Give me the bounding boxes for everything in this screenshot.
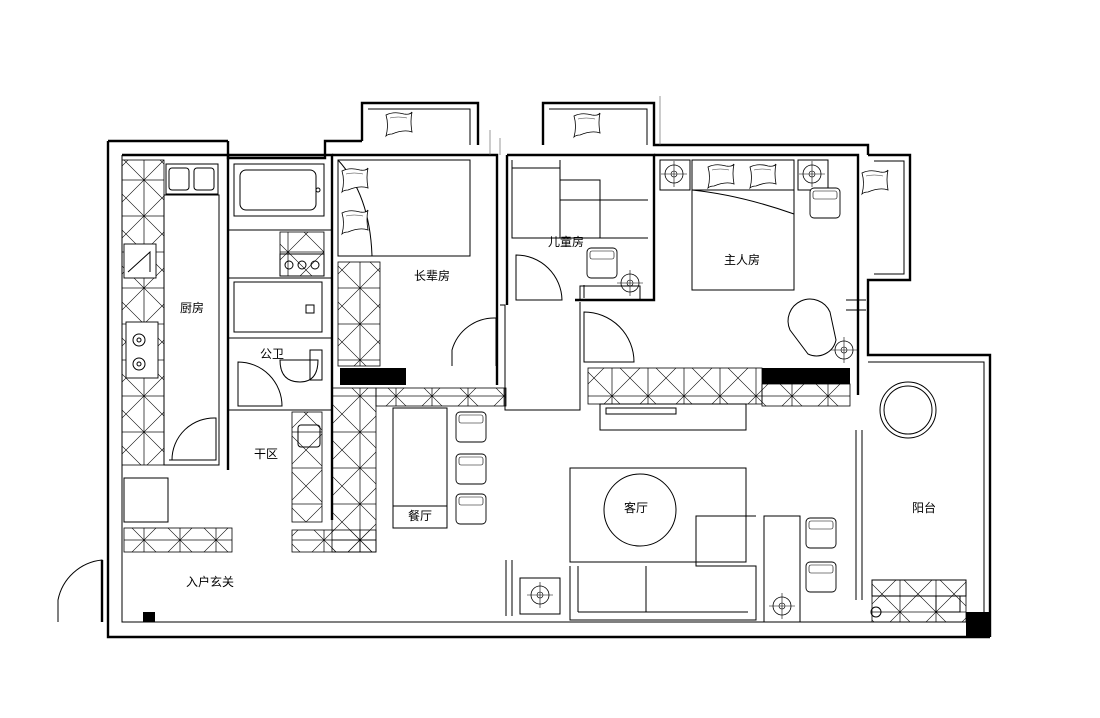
door-swings bbox=[489, 96, 661, 155]
dining-furniture bbox=[392, 407, 487, 529]
label-elder-bedroom: 长辈房 bbox=[414, 268, 450, 283]
label-kids-room: 儿童房 bbox=[548, 234, 584, 249]
entrance-fixtures bbox=[57, 477, 233, 622]
label-master-bedroom: 主人房 bbox=[724, 252, 760, 267]
label-balcony: 阳台 bbox=[912, 500, 936, 515]
interior-walls bbox=[122, 153, 860, 520]
kitchen-fixtures bbox=[121, 159, 220, 466]
kids-room-furniture bbox=[511, 112, 644, 363]
living-room-furniture bbox=[505, 367, 851, 623]
elder-bedroom-furniture bbox=[331, 111, 507, 553]
balcony-furniture bbox=[855, 381, 967, 623]
label-dry-zone: 干区 bbox=[254, 447, 278, 461]
label-public-bath: 公卫 bbox=[260, 347, 284, 361]
label-dining: 餐厅 bbox=[408, 508, 432, 523]
label-kitchen: 厨房 bbox=[180, 300, 204, 315]
room-labels: 厨房 长辈房 儿童房 主人房 公卫 干区 餐厅 客厅 阳台 入户玄关 bbox=[180, 234, 936, 589]
master-bedroom-furniture bbox=[659, 159, 889, 364]
structural-columns bbox=[143, 368, 990, 637]
label-living: 客厅 bbox=[624, 500, 648, 515]
label-entrance: 入户玄关 bbox=[186, 574, 234, 589]
